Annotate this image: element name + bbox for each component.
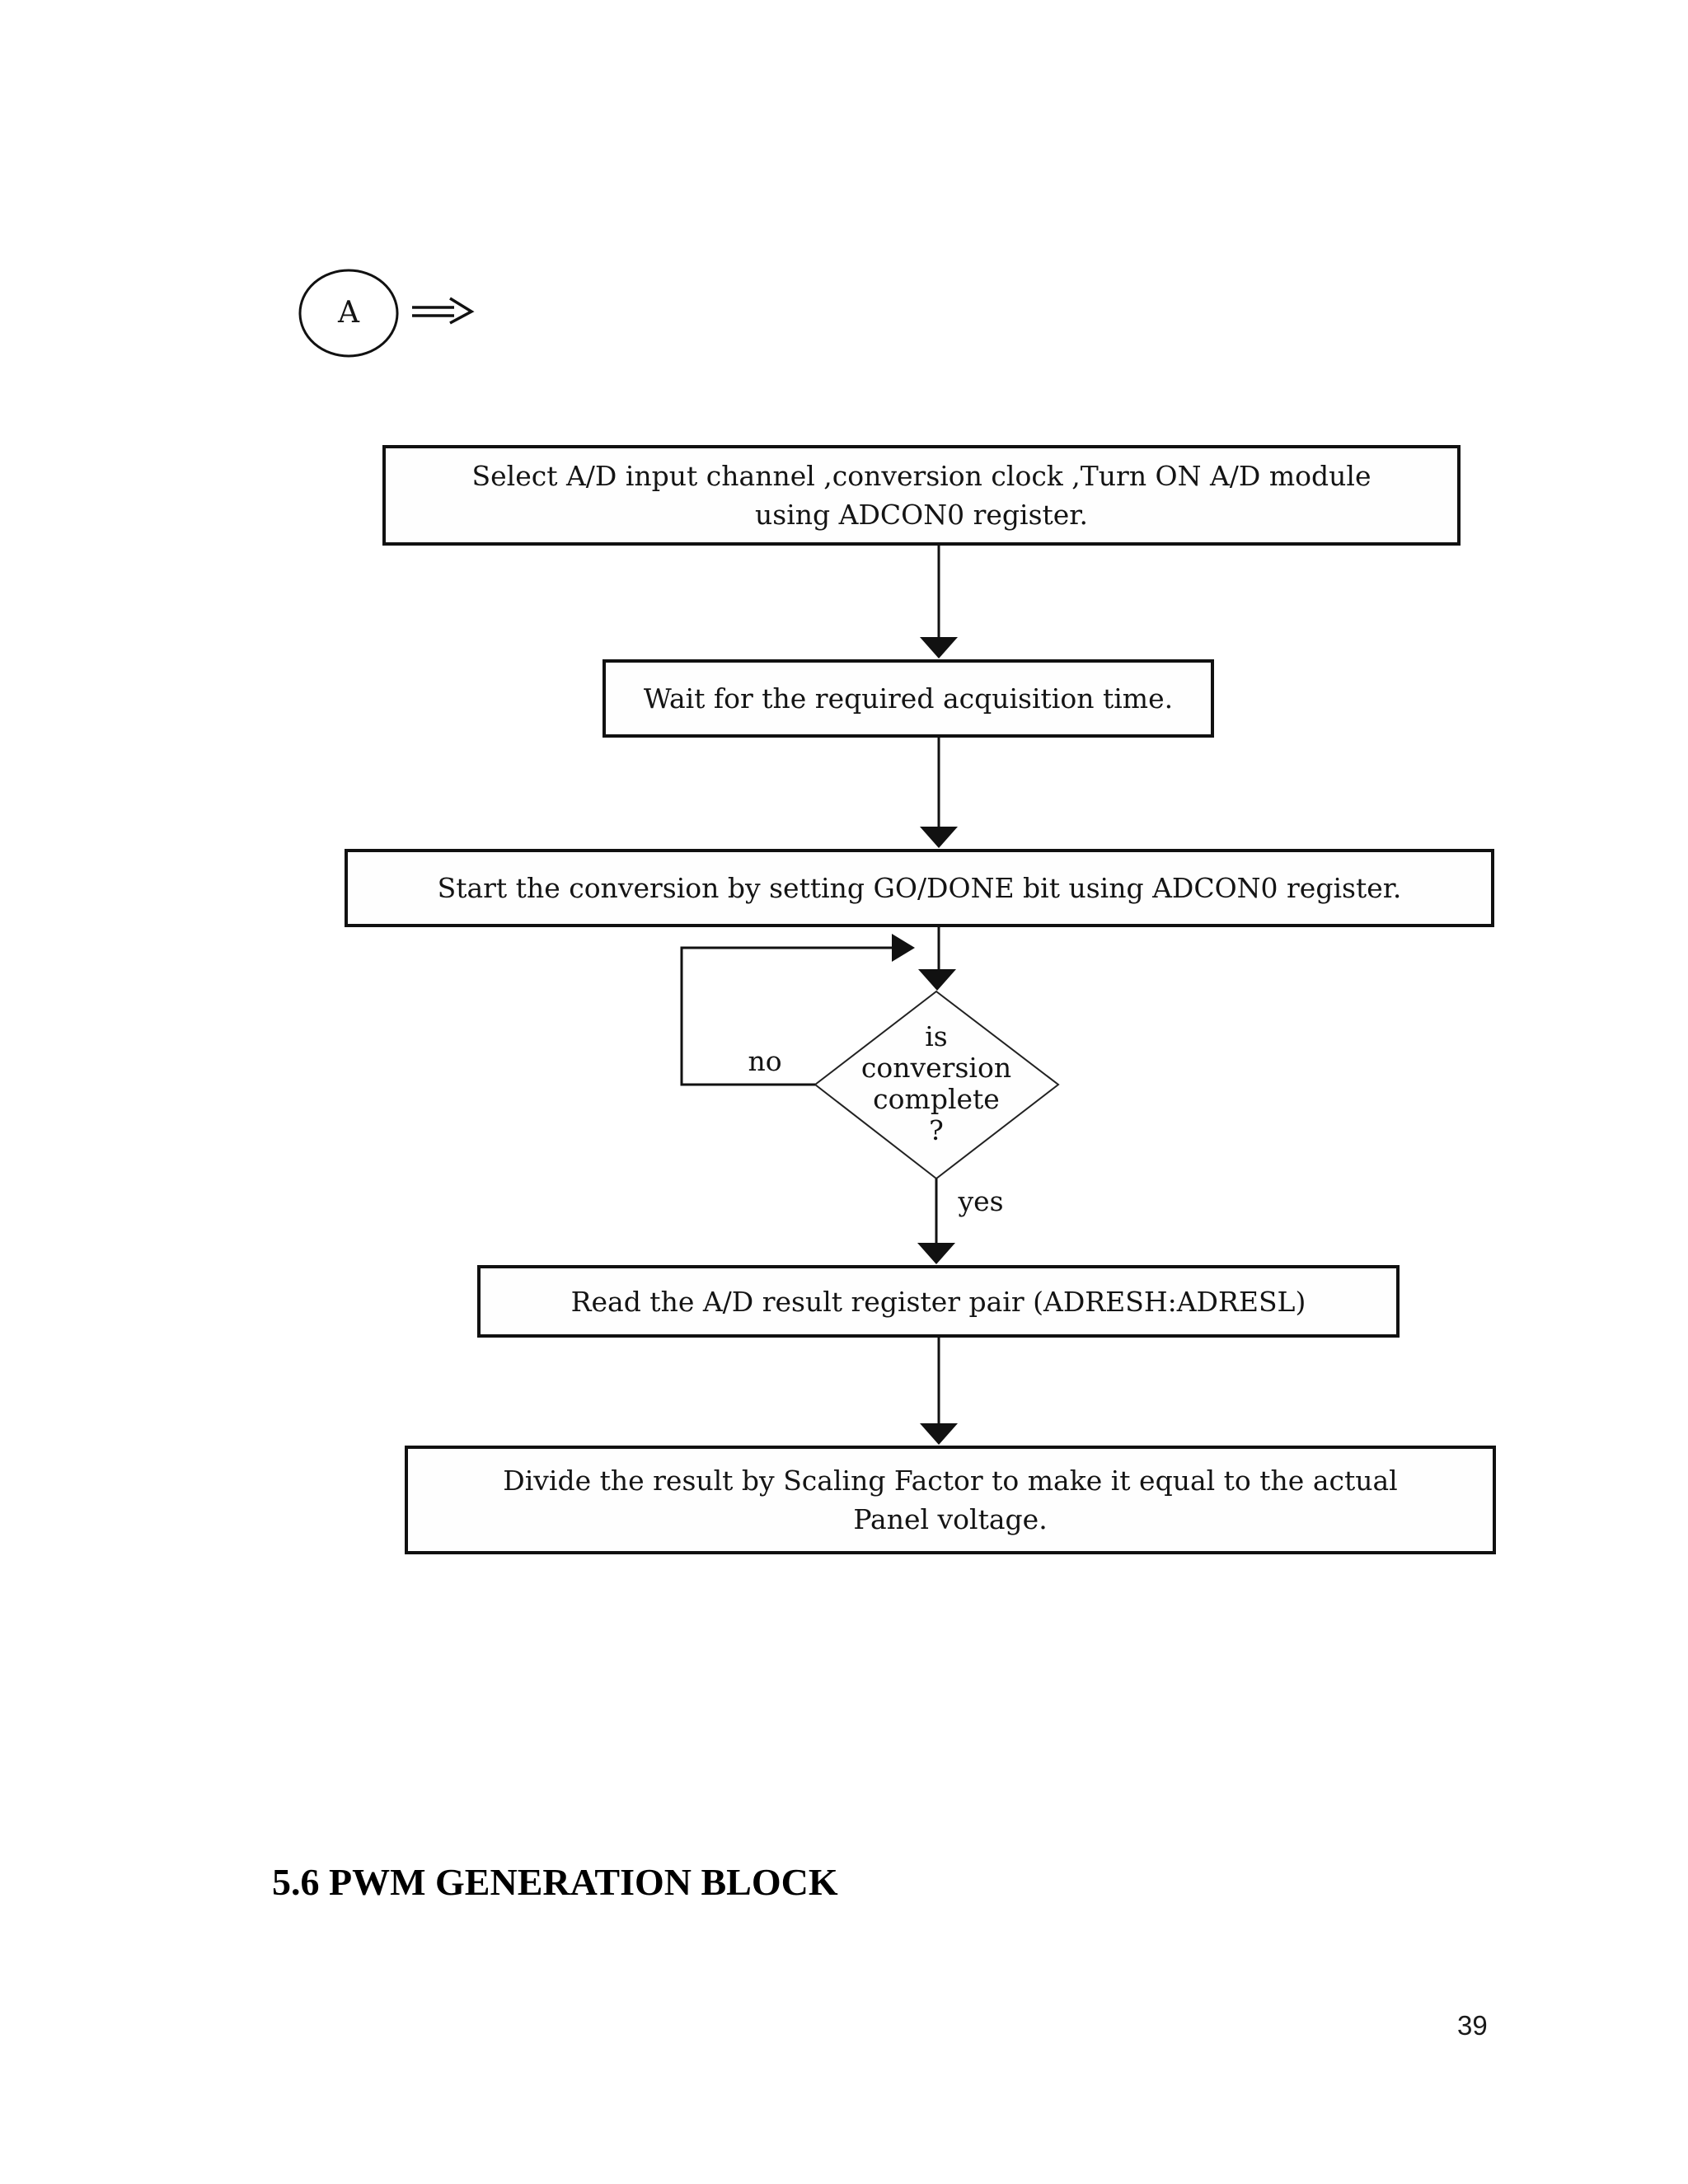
flowchart-box-start-conversion: Start the conversion by setting GO/DONE …: [345, 849, 1494, 927]
decision-diamond-text: is conversion complete ?: [813, 1021, 1060, 1146]
flowchart-box-divide-result: Divide the result by Scaling Factor to m…: [405, 1446, 1496, 1554]
flow-arrow-5: [920, 1338, 958, 1445]
decision-line-1: is: [925, 1020, 948, 1052]
section-heading: 5.6 PWM GENERATION BLOCK: [272, 1861, 838, 1903]
flowchart-box-start-conversion-text: Start the conversion by setting GO/DONE …: [437, 872, 1402, 904]
flowchart-box-select-channel: Select A/D input channel ,conversion clo…: [382, 445, 1461, 546]
flowchart-box-select-channel-line1: Select A/D input channel ,conversion clo…: [471, 460, 1372, 492]
flowchart-box-wait-acquisition: Wait for the required acquisition time.: [603, 659, 1214, 738]
page-number: 39: [1457, 2010, 1488, 2041]
flowchart-box-select-channel-line2: using ADCON0 register.: [755, 499, 1088, 531]
connector-a-circle: [298, 269, 399, 358]
flow-arrow-3: [918, 927, 956, 991]
branch-label-no: no: [748, 1045, 782, 1077]
flow-arrow-1: [920, 546, 958, 658]
double-arrow-icon: [412, 297, 475, 325]
flow-arrow-2: [920, 738, 958, 848]
flow-arrow-4: [917, 1179, 955, 1264]
flowchart-box-wait-acquisition-text: Wait for the required acquisition time.: [643, 682, 1174, 715]
flowchart-box-read-result-text: Read the A/D result register pair (ADRES…: [570, 1285, 1306, 1318]
flowchart-box-divide-result-line2: Panel voltage.: [853, 1503, 1048, 1535]
decision-line-4: ?: [929, 1114, 944, 1146]
no-loop-line: [680, 934, 915, 1086]
flowchart-box-read-result: Read the A/D result register pair (ADRES…: [477, 1265, 1400, 1338]
flowchart-box-divide-result-line1: Divide the result by Scaling Factor to m…: [503, 1465, 1398, 1497]
decision-line-2: conversion: [860, 1052, 1012, 1084]
decision-line-3: complete: [873, 1083, 1000, 1115]
branch-label-yes: yes: [958, 1185, 1004, 1217]
connector-a-label: A: [338, 296, 359, 330]
